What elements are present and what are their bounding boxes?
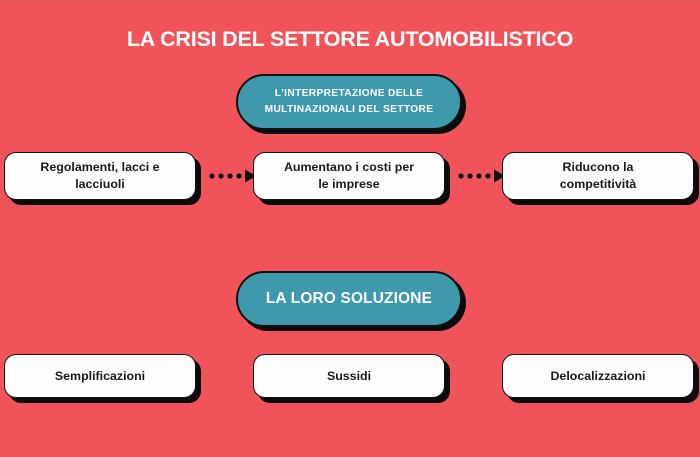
heading-text-block: L'INTERPRETAZIONE DELLE MULTINAZIONALI D… bbox=[265, 86, 434, 118]
heading-line-2: MULTINAZIONALI DEL SETTORE bbox=[264, 104, 434, 115]
dotted-arrow-right-icon bbox=[458, 166, 506, 186]
flow-step-text-block: Aumentano i costi per le imprese bbox=[284, 159, 414, 193]
section-heading-interpretation: L'INTERPRETAZIONE DELLE MULTINAZIONALI D… bbox=[236, 74, 462, 130]
solution-item-semplificazioni: Semplificazioni bbox=[4, 354, 196, 398]
flow-step-costi: Aumentano i costi per le imprese bbox=[253, 152, 445, 200]
dotted-arrow-right-icon bbox=[209, 166, 257, 186]
flow-step-text-block: Regolamenti, lacci e lacciuoli bbox=[40, 159, 159, 193]
solution-item-sussidi: Sussidi bbox=[253, 354, 445, 398]
heading-text: LA LORO SOLUZIONE bbox=[265, 290, 433, 307]
solution-item-delocalizzazioni: Delocalizzazioni bbox=[502, 354, 694, 398]
flow-step-line-1: Regolamenti, lacci e bbox=[40, 160, 160, 174]
flow-step-regolamenti: Regolamenti, lacci e lacciuoli bbox=[4, 152, 196, 200]
flow-step-line-1: Riducono la bbox=[562, 160, 634, 174]
solution-item-label: Semplificazioni bbox=[54, 368, 146, 383]
heading-line-1: L'INTERPRETAZIONE DELLE bbox=[274, 88, 424, 99]
section-heading-solution: LA LORO SOLUZIONE bbox=[236, 271, 462, 327]
flow-step-line-1: Aumentano i costi per bbox=[283, 160, 415, 174]
solution-item-label: Delocalizzazioni bbox=[550, 368, 646, 383]
flow-step-competitivita: Riducono la competitività bbox=[502, 152, 694, 200]
page-title: LA CRISI DEL SETTORE AUTOMOBILISTICO bbox=[126, 27, 574, 51]
top-edge-band bbox=[0, 0, 700, 3]
flow-step-line-2: lacciuoli bbox=[75, 177, 125, 191]
flow-step-line-2: competitività bbox=[559, 177, 637, 191]
flow-step-line-2: le imprese bbox=[318, 177, 380, 191]
solution-item-label: Sussidi bbox=[326, 368, 372, 383]
flow-step-text-block: Riducono la competitività bbox=[560, 159, 636, 193]
